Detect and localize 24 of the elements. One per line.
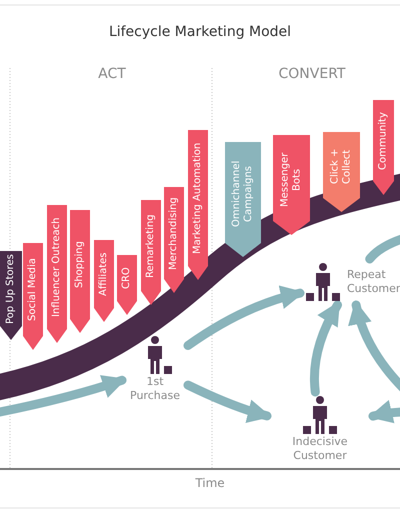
flag-banner: Marketing Automation	[188, 130, 208, 280]
flag-banner: Affiliates	[94, 240, 114, 322]
phase-label: ACT	[97, 66, 127, 82]
arrow	[184, 286, 305, 350]
flag-banner: Shopping	[70, 210, 90, 333]
flag-banner: Click + Collect	[323, 132, 360, 212]
flag-banner: Community	[373, 100, 394, 195]
axis-label: Time	[194, 476, 226, 490]
node-label: 1st Purchase	[129, 375, 181, 403]
flag-banner: Influencer Outreach	[47, 205, 67, 343]
flag-banner: Omnichannel Campaigns	[225, 142, 261, 257]
arrow	[184, 380, 272, 423]
arrow	[368, 400, 400, 424]
chart-title: Lifecycle Marketing Model	[108, 24, 292, 40]
arrow	[310, 300, 342, 396]
flag-banner: CRO	[117, 255, 137, 315]
arrow	[0, 374, 127, 416]
flag-banner: Messenger Bots	[273, 135, 310, 235]
phase-label: CONVERT	[278, 66, 346, 82]
flag-banner: Social Media	[23, 243, 43, 350]
flag-banner: Merchandising	[164, 187, 184, 293]
flag-banner: Remarketing	[141, 200, 161, 305]
flag-banner: Pop Up Stores	[0, 251, 22, 340]
node-label: Indecisive Customer	[291, 435, 349, 463]
